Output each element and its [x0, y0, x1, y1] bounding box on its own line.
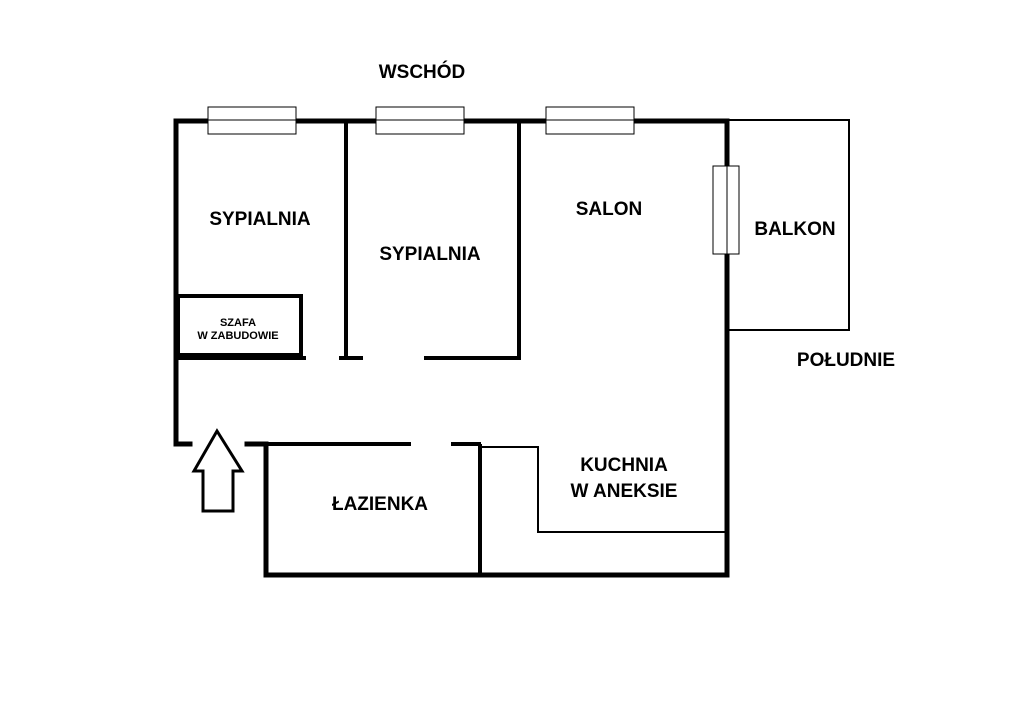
- living-room-label: SALON: [576, 199, 643, 220]
- outer-walls: [173, 118, 730, 578]
- balcony-outline: [729, 119, 850, 331]
- kitchen-counter: [481, 446, 727, 533]
- up-arrow-icon: [191, 428, 245, 513]
- window-3: [545, 106, 635, 135]
- wardrobe: [176, 294, 303, 357]
- window-2: [375, 106, 465, 135]
- bedroom-middle-label: SYPIALNIA: [379, 244, 481, 265]
- kitchen-label-line2: W ANEKSIE: [571, 481, 678, 502]
- wardrobe-label-line2: W ZABUDOWIE: [197, 330, 278, 342]
- wardrobe-label-line1: SZAFA: [220, 317, 256, 329]
- window-1: [207, 106, 297, 135]
- windows: [207, 106, 740, 255]
- balcony-label: BALKON: [754, 219, 835, 240]
- direction-east-label: WSCHÓD: [379, 61, 466, 83]
- bathroom-label: ŁAZIENKA: [332, 494, 428, 515]
- interior-walls: [176, 121, 521, 575]
- bedroom-left-label: SYPIALNIA: [209, 209, 311, 230]
- balcony-door: [712, 165, 740, 255]
- kitchen-label-line1: KUCHNIA: [580, 455, 668, 476]
- direction-south-label: POŁUDNIE: [797, 350, 895, 371]
